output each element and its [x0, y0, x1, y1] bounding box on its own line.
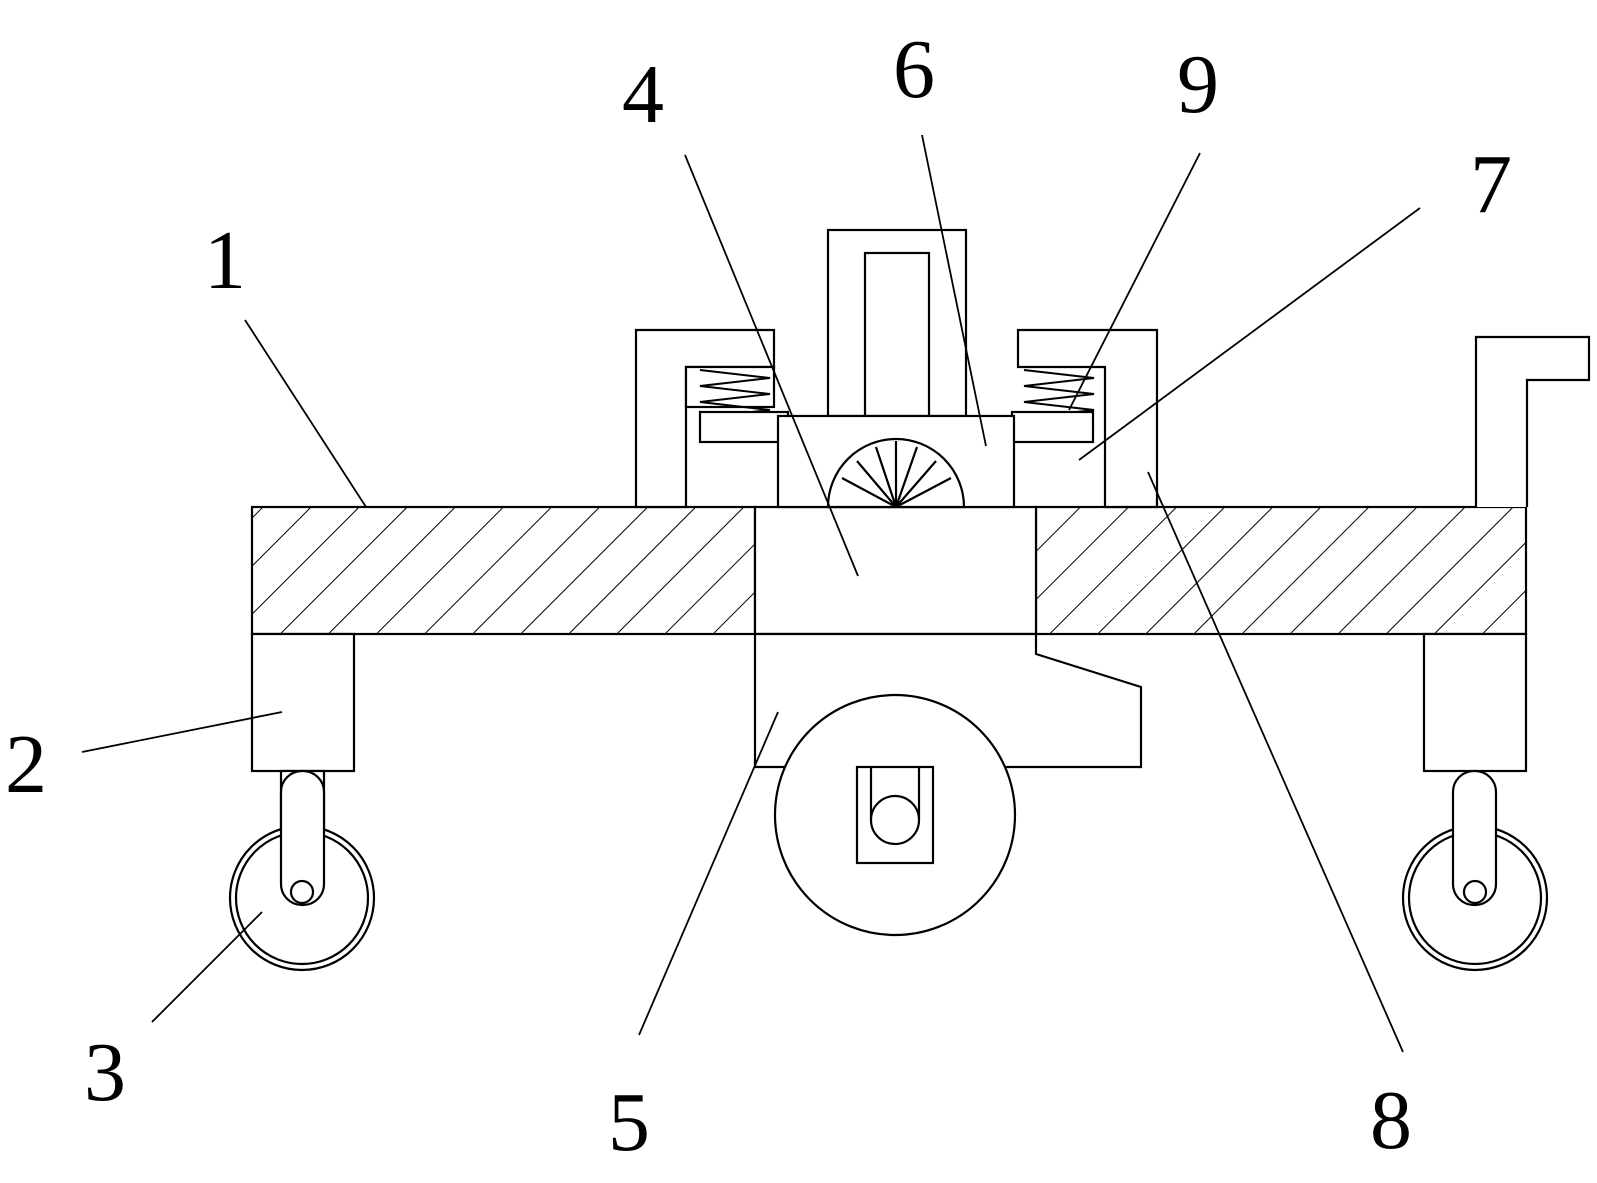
upright-slot	[863, 251, 931, 418]
label-7: 7	[1470, 138, 1512, 231]
label-3: 3	[84, 1026, 126, 1119]
leader-7	[1078, 207, 1421, 461]
label-5: 5	[608, 1076, 650, 1169]
label-9: 9	[1177, 38, 1219, 131]
leader-9	[1068, 152, 1201, 411]
label-1: 1	[204, 214, 246, 307]
push-handle	[1474, 335, 1591, 507]
left-wheel-axle	[289, 879, 315, 905]
right-slide-plate	[1010, 410, 1095, 444]
left-leg	[250, 632, 356, 773]
leader-5	[638, 711, 779, 1036]
label-2: 2	[5, 718, 47, 811]
leader-4	[684, 154, 859, 577]
label-8: 8	[1370, 1074, 1412, 1167]
label-4: 4	[622, 48, 664, 141]
left-slide-plate	[698, 410, 790, 444]
label-6: 6	[893, 23, 935, 116]
leader-8	[1147, 471, 1404, 1053]
central-block	[753, 505, 1038, 636]
right-leg	[1422, 632, 1528, 773]
center-wheel-axle	[869, 794, 921, 846]
deck-left-hatched	[250, 505, 757, 636]
leader-2	[81, 711, 283, 753]
leader-3	[151, 911, 263, 1023]
gear-teeth	[841, 441, 952, 508]
left-caster-fork	[279, 769, 326, 907]
right-spring-housing	[1016, 328, 1159, 509]
right-caster-fork	[1451, 769, 1498, 907]
deck-right-hatched	[1034, 505, 1528, 636]
leader-1	[244, 319, 367, 508]
right-wheel-axle	[1462, 879, 1488, 905]
leader-6	[921, 134, 987, 447]
